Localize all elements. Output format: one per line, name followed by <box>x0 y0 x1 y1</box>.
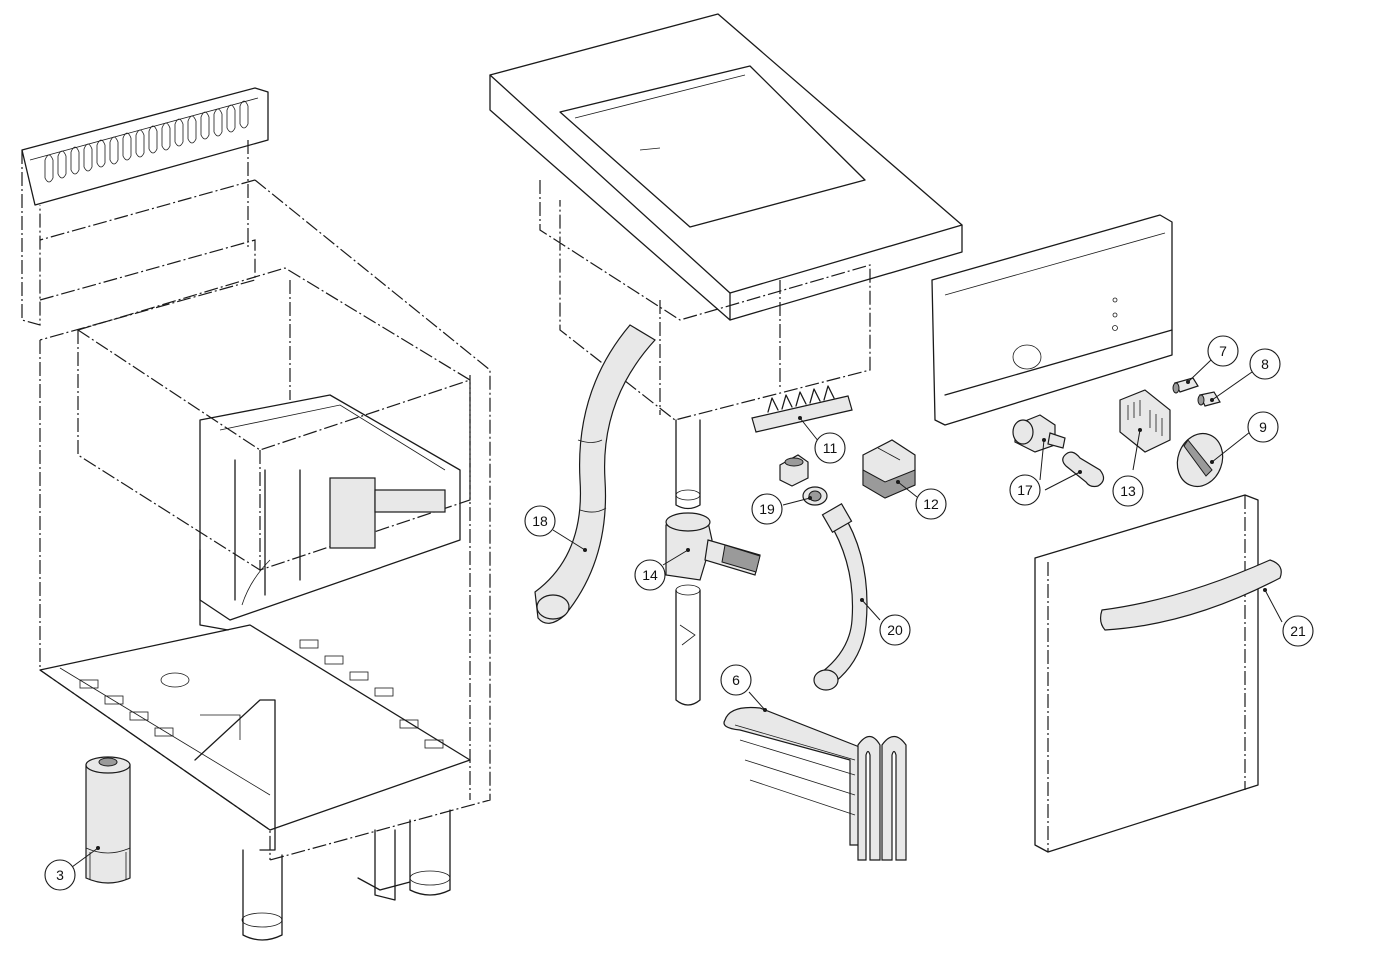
callout-part-11-label: 11 <box>823 440 838 456</box>
callout-part-6-label: 6 <box>732 672 740 688</box>
callout-part-17-label: 17 <box>1017 482 1033 498</box>
callout-part-3-label: 3 <box>56 867 64 883</box>
callout-part-9: 9 <box>1247 411 1279 443</box>
cabinet-frame <box>21 87 491 941</box>
part-6-heating-element <box>723 706 907 861</box>
part-13-thermostat <box>1119 389 1171 453</box>
part-21-door <box>1034 494 1282 853</box>
callout-part-17: 17 <box>1009 474 1041 506</box>
part-12-switch <box>862 439 916 499</box>
callout-part-19: 19 <box>751 493 783 525</box>
callout-part-21-label: 21 <box>1290 623 1306 639</box>
callout-part-11: 11 <box>814 432 846 464</box>
fry-tank <box>489 13 963 510</box>
callout-part-20-label: 20 <box>887 622 903 638</box>
callout-part-20: 20 <box>879 614 911 646</box>
callout-part-8: 8 <box>1249 348 1281 380</box>
callout-part-7: 7 <box>1207 335 1239 367</box>
callout-part-8-label: 8 <box>1261 356 1269 372</box>
callout-part-7-label: 7 <box>1219 343 1227 359</box>
callout-part-3: 3 <box>44 859 76 891</box>
callout-part-12-label: 12 <box>923 496 939 512</box>
control-panel <box>931 214 1173 426</box>
callout-part-6: 6 <box>720 664 752 696</box>
leader-lines <box>71 359 1283 868</box>
part-19-fittings <box>779 454 828 506</box>
part-18-drain-hose <box>534 324 656 624</box>
part-11-terminal-block <box>751 385 853 433</box>
callout-part-12: 12 <box>915 488 947 520</box>
callout-part-18: 18 <box>524 505 556 537</box>
callout-part-18-label: 18 <box>532 513 548 529</box>
part-9-control-knob <box>1176 432 1224 488</box>
part-20-flex-hose <box>813 503 868 691</box>
callout-part-19-label: 19 <box>759 501 775 517</box>
part-17-gas-valve <box>1012 414 1105 488</box>
part-8-lamp-holder <box>1197 391 1221 407</box>
part-14-drain-valve <box>665 512 761 706</box>
part-7-pilot-lamp <box>1172 377 1199 394</box>
callout-part-21: 21 <box>1282 615 1314 647</box>
callout-part-14: 14 <box>634 559 666 591</box>
callout-part-13: 13 <box>1112 475 1144 507</box>
callout-part-14-label: 14 <box>642 567 658 583</box>
part-3-adjustable-leg <box>85 756 131 884</box>
callout-part-13-label: 13 <box>1120 483 1136 499</box>
callout-part-9-label: 9 <box>1259 419 1267 435</box>
